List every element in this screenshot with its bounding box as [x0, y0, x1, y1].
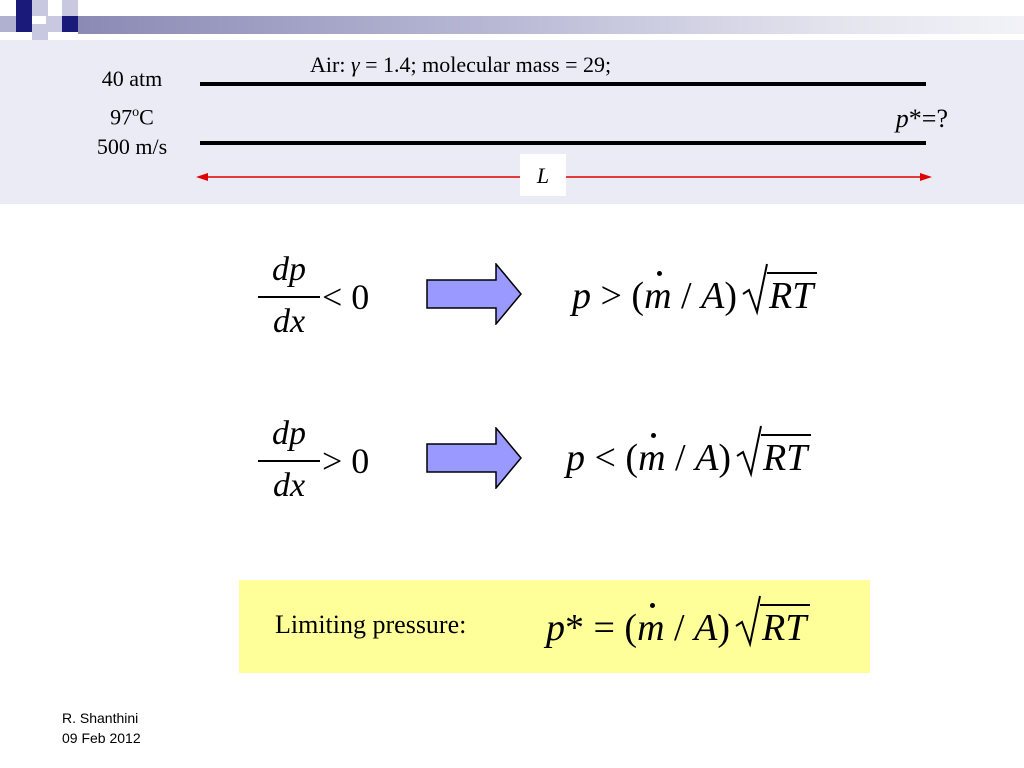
limiting-pressure-equation: p* = (m / A)RT [546, 595, 811, 650]
implies-arrow-icon [426, 263, 522, 325]
result-equation-1: p > (m / A)RT [572, 263, 818, 318]
duct-bottom-wall [200, 141, 926, 145]
footer-date: 09 Feb 2012 [62, 730, 141, 746]
header-gradient-bar [78, 16, 1024, 34]
duct-top-wall [200, 82, 926, 86]
length-label: L [520, 154, 566, 196]
footer-author: R. Shanthini [62, 710, 139, 726]
result-equation-2: p < (m / A)RT [566, 425, 812, 480]
inlet-velocity: 500 m/s [96, 134, 168, 159]
inlet-temperature: 97oC [110, 104, 154, 130]
outlet-pressure-question: p*=? [895, 104, 948, 133]
relation-1: < 0 [322, 277, 370, 317]
derivative-fraction-2: dp dx [258, 414, 320, 506]
inlet-pressure: 40 atm [101, 66, 163, 91]
relation-2: > 0 [322, 441, 370, 481]
decorative-corner-squares [0, 0, 80, 40]
limiting-pressure-label: Limiting pressure: [275, 610, 467, 639]
limiting-pressure-box [239, 580, 870, 673]
derivative-fraction-1: dp dx [258, 250, 320, 342]
implies-arrow-icon [426, 427, 522, 489]
air-properties: Air: γ = 1.4; molecular mass = 29; [310, 52, 612, 77]
